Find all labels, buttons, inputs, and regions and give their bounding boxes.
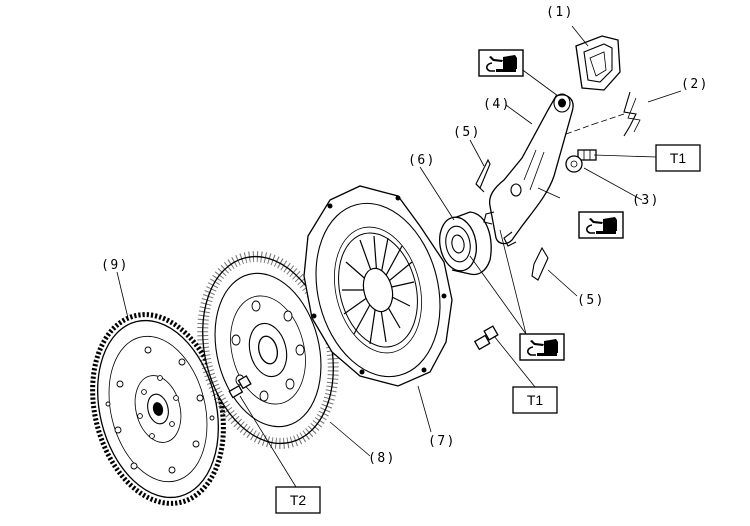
release-fork-boot: [575, 35, 621, 91]
release-lever: [483, 93, 574, 247]
grease-gun-icon: [578, 211, 624, 239]
flywheel-bolt: [228, 375, 252, 399]
callout-3: (3): [632, 193, 660, 208]
pressure-plate: [303, 185, 453, 387]
callout-4: (4): [483, 97, 511, 112]
torque-label-t1-upper: T1: [670, 150, 687, 166]
callout-5-lower: (5): [577, 293, 605, 308]
callout-7: (7): [428, 434, 456, 449]
callout-1: (1): [546, 5, 574, 20]
retainer-spring-lower: [531, 246, 549, 281]
grease-gun-icon: [478, 49, 524, 77]
torque-box-t2: T2: [275, 486, 321, 514]
grease-gun-icon: [519, 333, 565, 361]
clutch-cover-bolt: [473, 325, 499, 351]
leader-lines: [116, 25, 682, 488]
callout-9: (9): [101, 258, 129, 273]
pivot-bolt: [565, 149, 597, 173]
torque-box-t1-lower: T1: [512, 386, 558, 414]
callout-6: (6): [408, 153, 436, 168]
callout-8: (8): [368, 451, 396, 466]
torque-box-t1-upper: T1: [655, 144, 701, 172]
release-lever-clip: [623, 91, 641, 137]
release-bearing: [439, 211, 492, 276]
torque-label-t2: T2: [290, 492, 307, 508]
retainer-spring-upper: [475, 158, 491, 193]
torque-label-t1-lower: T1: [527, 392, 544, 408]
callout-5-upper: (5): [453, 125, 481, 140]
callout-2: (2): [681, 77, 709, 92]
